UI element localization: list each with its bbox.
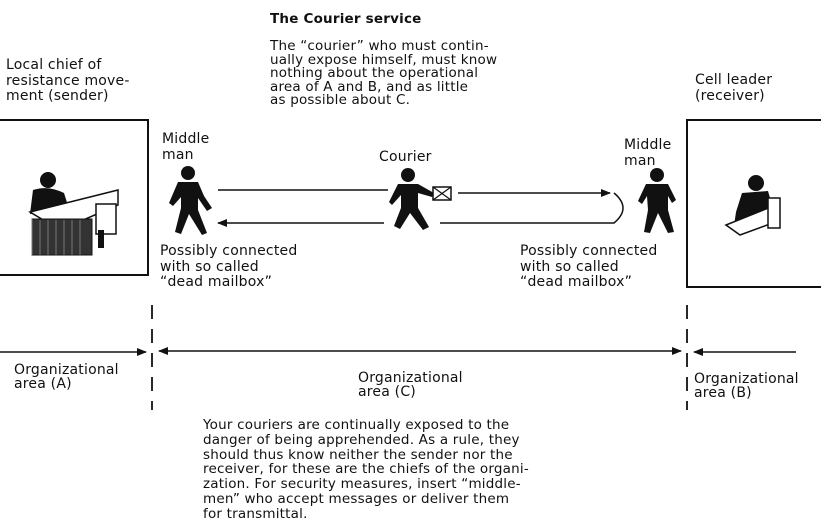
middle-man-left-label: Middle man — [162, 131, 210, 163]
receiver-label: Cell leader (receiver) — [695, 72, 773, 104]
diagram-title: The Courier service — [270, 11, 422, 27]
courier-figure-icon — [389, 168, 434, 230]
area-b-label: Organizational area (B) — [694, 371, 799, 401]
courier-label: Courier — [379, 149, 432, 165]
footer-note: Your couriers are continually exposed to… — [203, 417, 529, 522]
area-c-label: Organizational area (C) — [358, 370, 463, 400]
envelope-icon — [432, 186, 452, 201]
sender-box — [0, 119, 149, 276]
courier-note: The “courier” who must contin- ually exp… — [270, 38, 498, 109]
return-loop — [440, 192, 624, 224]
mailbox-left-label: Possibly connected with so called “dead … — [160, 243, 298, 290]
receiver-box — [686, 119, 821, 288]
middle-man-figure-icon — [169, 166, 212, 235]
area-a-label: Organizational area (A) — [14, 362, 119, 392]
sender-desk-icon — [28, 172, 119, 256]
receiver-figure-icon — [724, 175, 781, 236]
sender-label: Local chief of resistance move- ment (se… — [6, 57, 130, 104]
mailbox-right-label: Possibly connected with so called “dead … — [520, 244, 658, 290]
middle-man-right-label: Middle man — [624, 137, 672, 169]
middle-man-figure-icon — [638, 168, 676, 233]
